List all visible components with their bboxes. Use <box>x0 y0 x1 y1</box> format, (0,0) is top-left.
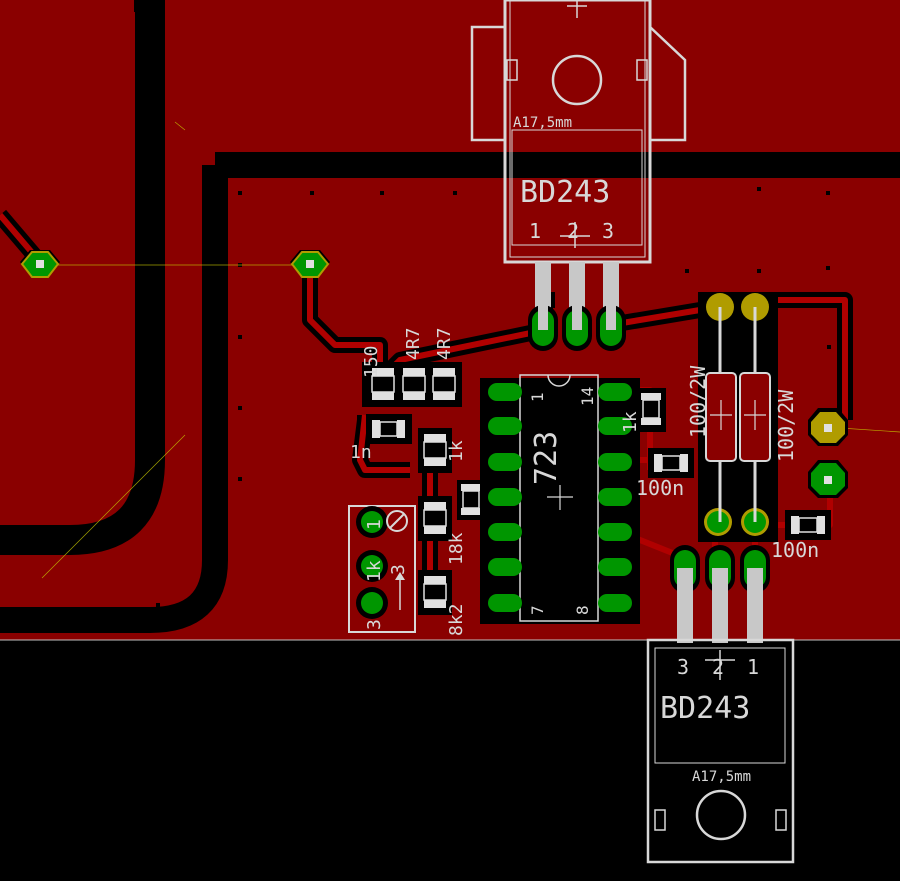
ic-723[interactable]: 723 1 14 7 8 <box>480 374 640 624</box>
smd-resistor-18k[interactable]: 18k <box>418 496 467 565</box>
label-r150: 150 <box>361 345 382 378</box>
pin-label-1-bottom: 1 <box>747 655 759 679</box>
smd-resistor-8k2[interactable]: 8k2 <box>418 570 467 636</box>
ic-pin-14-label: 14 <box>578 387 597 406</box>
label-r18k: 18k <box>446 532 467 565</box>
label-r4r7-b: 4R7 <box>434 327 455 360</box>
part-label-bottom: BD243 <box>660 691 750 726</box>
ic-name-label: 723 <box>529 431 564 485</box>
label-r8k2: 8k2 <box>446 603 467 636</box>
trimmer-pin-1-label: 1 <box>364 519 385 530</box>
label-r100-2w-b: 100/2W <box>774 389 798 462</box>
trimmer-pin-3-label-b: 3 <box>364 619 385 630</box>
label-c100n-b: 100n <box>771 538 819 562</box>
heatsink-label-top: A17,5mm <box>513 115 572 131</box>
ic-pads-right <box>598 383 632 612</box>
trimmer-pin-3-label-a: 3 <box>388 564 409 575</box>
mounting-hole-top <box>551 54 603 106</box>
smd-resistor-1k-right[interactable]: 1k <box>620 388 666 433</box>
pin-label-3-top: 3 <box>602 219 614 243</box>
pin-label-2-bottom: 2 <box>712 655 724 679</box>
power-resistors-100-2w[interactable]: 100/2W 100/2W <box>686 292 798 542</box>
smd-resistor-1k-left[interactable]: 1k <box>418 428 467 473</box>
mounting-hole-bottom <box>695 789 747 841</box>
ic-pin-1-label: 1 <box>528 392 547 402</box>
heatsink-label-bottom: A17,5mm <box>692 769 751 785</box>
ic-pin-7-label: 7 <box>528 605 547 615</box>
connector-pads-right[interactable] <box>808 408 848 498</box>
smd-capacitor-1n-left[interactable]: 1n <box>350 414 412 463</box>
isolation-channels <box>0 0 900 633</box>
ic-pin-8-label: 8 <box>573 605 592 615</box>
pin-label-1-top: 1 <box>529 219 541 243</box>
smd-capacitor-100n-a[interactable]: 100n <box>636 448 694 500</box>
trimmer-value-label: 1k <box>364 560 385 582</box>
label-c1n-a: 1n <box>350 442 372 463</box>
label-r4r7-a: 4R7 <box>403 327 424 360</box>
label-r1k-a: 1k <box>446 440 467 462</box>
label-r100-2w-a: 100/2W <box>686 365 710 438</box>
transistor-top-pads <box>528 300 626 351</box>
ic-pads-left <box>488 383 522 612</box>
transistor-bottom-body <box>646 638 795 864</box>
part-label-top: BD243 <box>520 175 610 210</box>
label-c100n-a: 100n <box>636 476 684 500</box>
smd-resistor-group-top[interactable]: 150 4R7 4R7 <box>361 327 462 407</box>
connector-pads-left[interactable] <box>20 250 330 278</box>
airwires <box>40 121 900 579</box>
pin-label-3-bottom: 3 <box>677 655 689 679</box>
pin-label-2-top: 2 <box>567 219 579 243</box>
transistor-top[interactable]: A17,5mm BD243 1 2 3 <box>470 0 687 351</box>
label-r1k-b: 1k <box>620 411 641 433</box>
transistor-bottom[interactable]: 3 2 1 BD243 A17,5mm <box>646 545 795 864</box>
smd-capacitor-100n-b[interactable]: 100n <box>771 510 831 562</box>
trimmer-pot-1k[interactable]: 1 1k 3 3 <box>348 505 416 633</box>
